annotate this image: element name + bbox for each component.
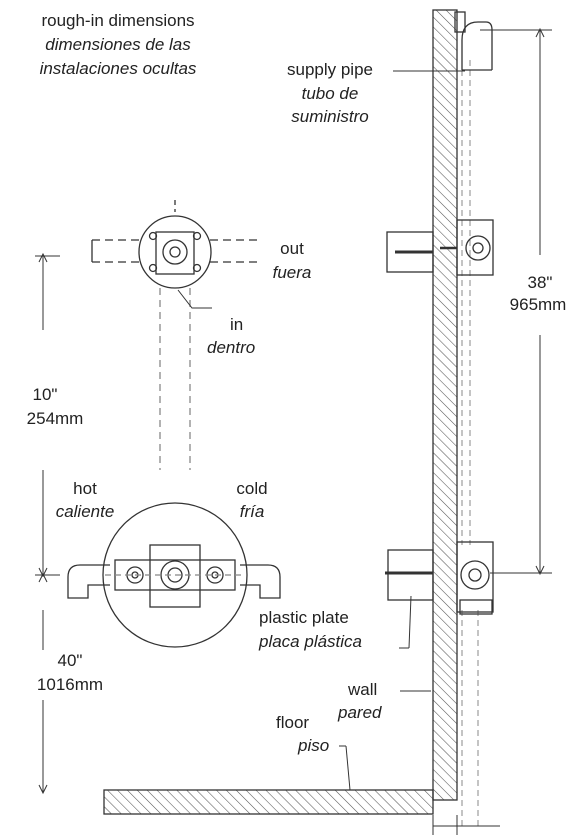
pipe-centerlines xyxy=(461,60,479,830)
dimension-lines-left xyxy=(35,252,60,795)
dim-10-in: 10" xyxy=(32,385,58,404)
front-valve-lower xyxy=(67,502,281,648)
side-valve-upper xyxy=(386,219,494,276)
label-hot-es: caliente xyxy=(55,502,115,521)
front-valve-upper xyxy=(91,200,262,470)
label-floor-es: piso xyxy=(298,736,330,755)
floor xyxy=(103,789,434,815)
label-out-es: fuera xyxy=(272,263,312,282)
label-floor: floor xyxy=(276,713,310,732)
label-plastic-plate-es: placa plástica xyxy=(259,632,363,651)
supply-pipe-elbow xyxy=(454,11,493,71)
label-supply-pipe-es-2: suministro xyxy=(291,107,369,126)
label-in-es: dentro xyxy=(207,338,256,357)
label-plastic-plate: plastic plate xyxy=(259,608,349,627)
dimension-lines-right xyxy=(432,27,552,835)
wall xyxy=(432,9,458,801)
dim-40-in: 40" xyxy=(57,651,83,670)
dim-10-mm: 254mm xyxy=(26,409,84,428)
dim-40-mm: 1016mm xyxy=(36,675,104,694)
label-hot: hot xyxy=(73,479,97,498)
title-es-1: dimensiones de las xyxy=(45,35,191,54)
title-es-2: instalaciones ocultas xyxy=(39,59,197,78)
label-supply-pipe: supply pipe xyxy=(286,60,373,79)
label-supply-pipe-es-1: tubo de xyxy=(301,84,359,103)
title-en: rough-in dimensions xyxy=(41,11,195,30)
label-wall-es: pared xyxy=(338,703,382,722)
dim-38-mm: 965mm xyxy=(509,295,567,314)
label-in: in xyxy=(230,315,244,334)
side-valve-lower xyxy=(385,541,494,615)
label-out: out xyxy=(280,239,304,258)
label-wall: wall xyxy=(348,680,378,699)
dim-38-in: 38" xyxy=(527,273,553,292)
leader-lines xyxy=(177,70,465,791)
label-cold-es: fría xyxy=(239,502,265,521)
label-cold: cold xyxy=(236,479,268,498)
